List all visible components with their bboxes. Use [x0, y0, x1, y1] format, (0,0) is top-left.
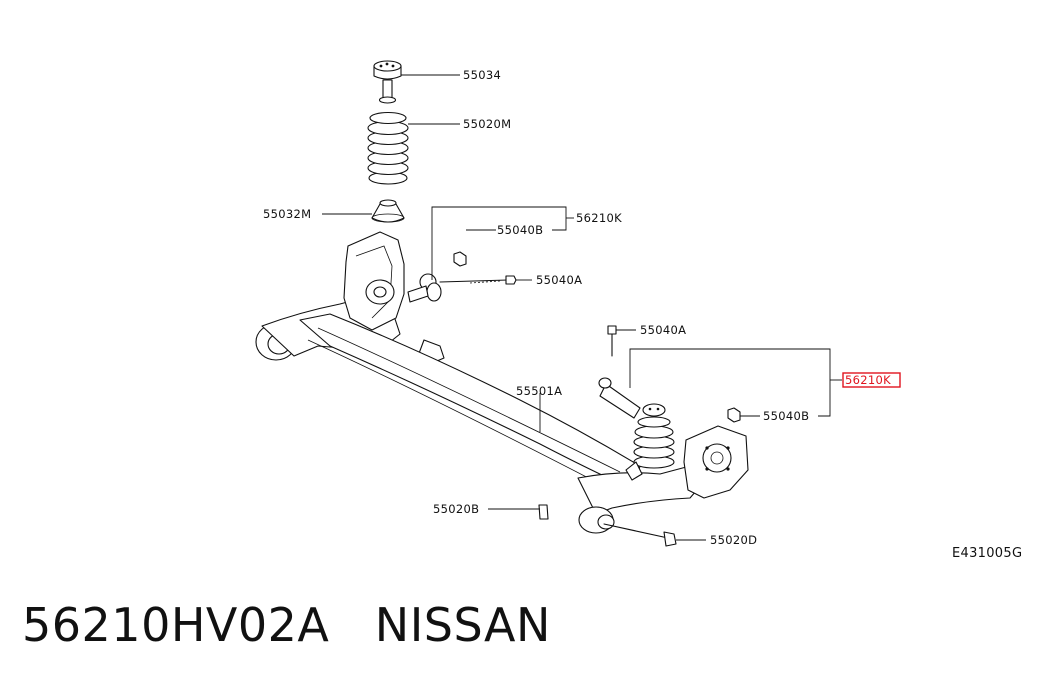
exploded-parts-diagram: 55034 55020M 55032M 56210K 55040B 55040A… [255, 60, 1022, 561]
callout-55040b-top: 55040B [497, 223, 543, 237]
nut-bottom-part [538, 504, 549, 520]
arm-link-top [407, 273, 442, 303]
callout-55040a-right: 55040A [640, 323, 686, 337]
shock-absorber-assembly-right [598, 377, 675, 481]
callout-55020m: 55020M [463, 117, 511, 131]
callout-55020d: 55020D [710, 533, 757, 547]
highlight-box-56210k [842, 372, 901, 388]
spring-seat-part [371, 199, 405, 223]
bushing-right-part [727, 407, 741, 423]
bolt-top-part [439, 275, 517, 285]
callout-56210k-right: 56210K [845, 373, 891, 387]
bushing-top-part [453, 251, 467, 267]
leader-lines [322, 74, 842, 541]
coil-spring-part [367, 111, 409, 185]
callout-55020b: 55020B [433, 502, 479, 516]
callout-55032m: 55032M [263, 207, 311, 221]
callout-55034: 55034 [463, 68, 501, 82]
callout-56210k-top: 56210K [576, 211, 622, 225]
brand-name: NISSAN [374, 598, 551, 652]
callout-55501a: 55501A [516, 384, 562, 398]
axle-beam-part [255, 231, 749, 534]
part-title: 56210HV02A NISSAN [22, 598, 551, 652]
bolt-right-part [607, 325, 617, 357]
callout-55040a-top: 55040A [536, 273, 582, 287]
bolt-bottom-part [603, 523, 677, 547]
bump-stopper-cap-part [373, 60, 402, 104]
callout-55040b-right: 55040B [763, 409, 809, 423]
part-number: 56210HV02A [22, 598, 330, 652]
drawing-code: E431005G [952, 546, 1022, 561]
